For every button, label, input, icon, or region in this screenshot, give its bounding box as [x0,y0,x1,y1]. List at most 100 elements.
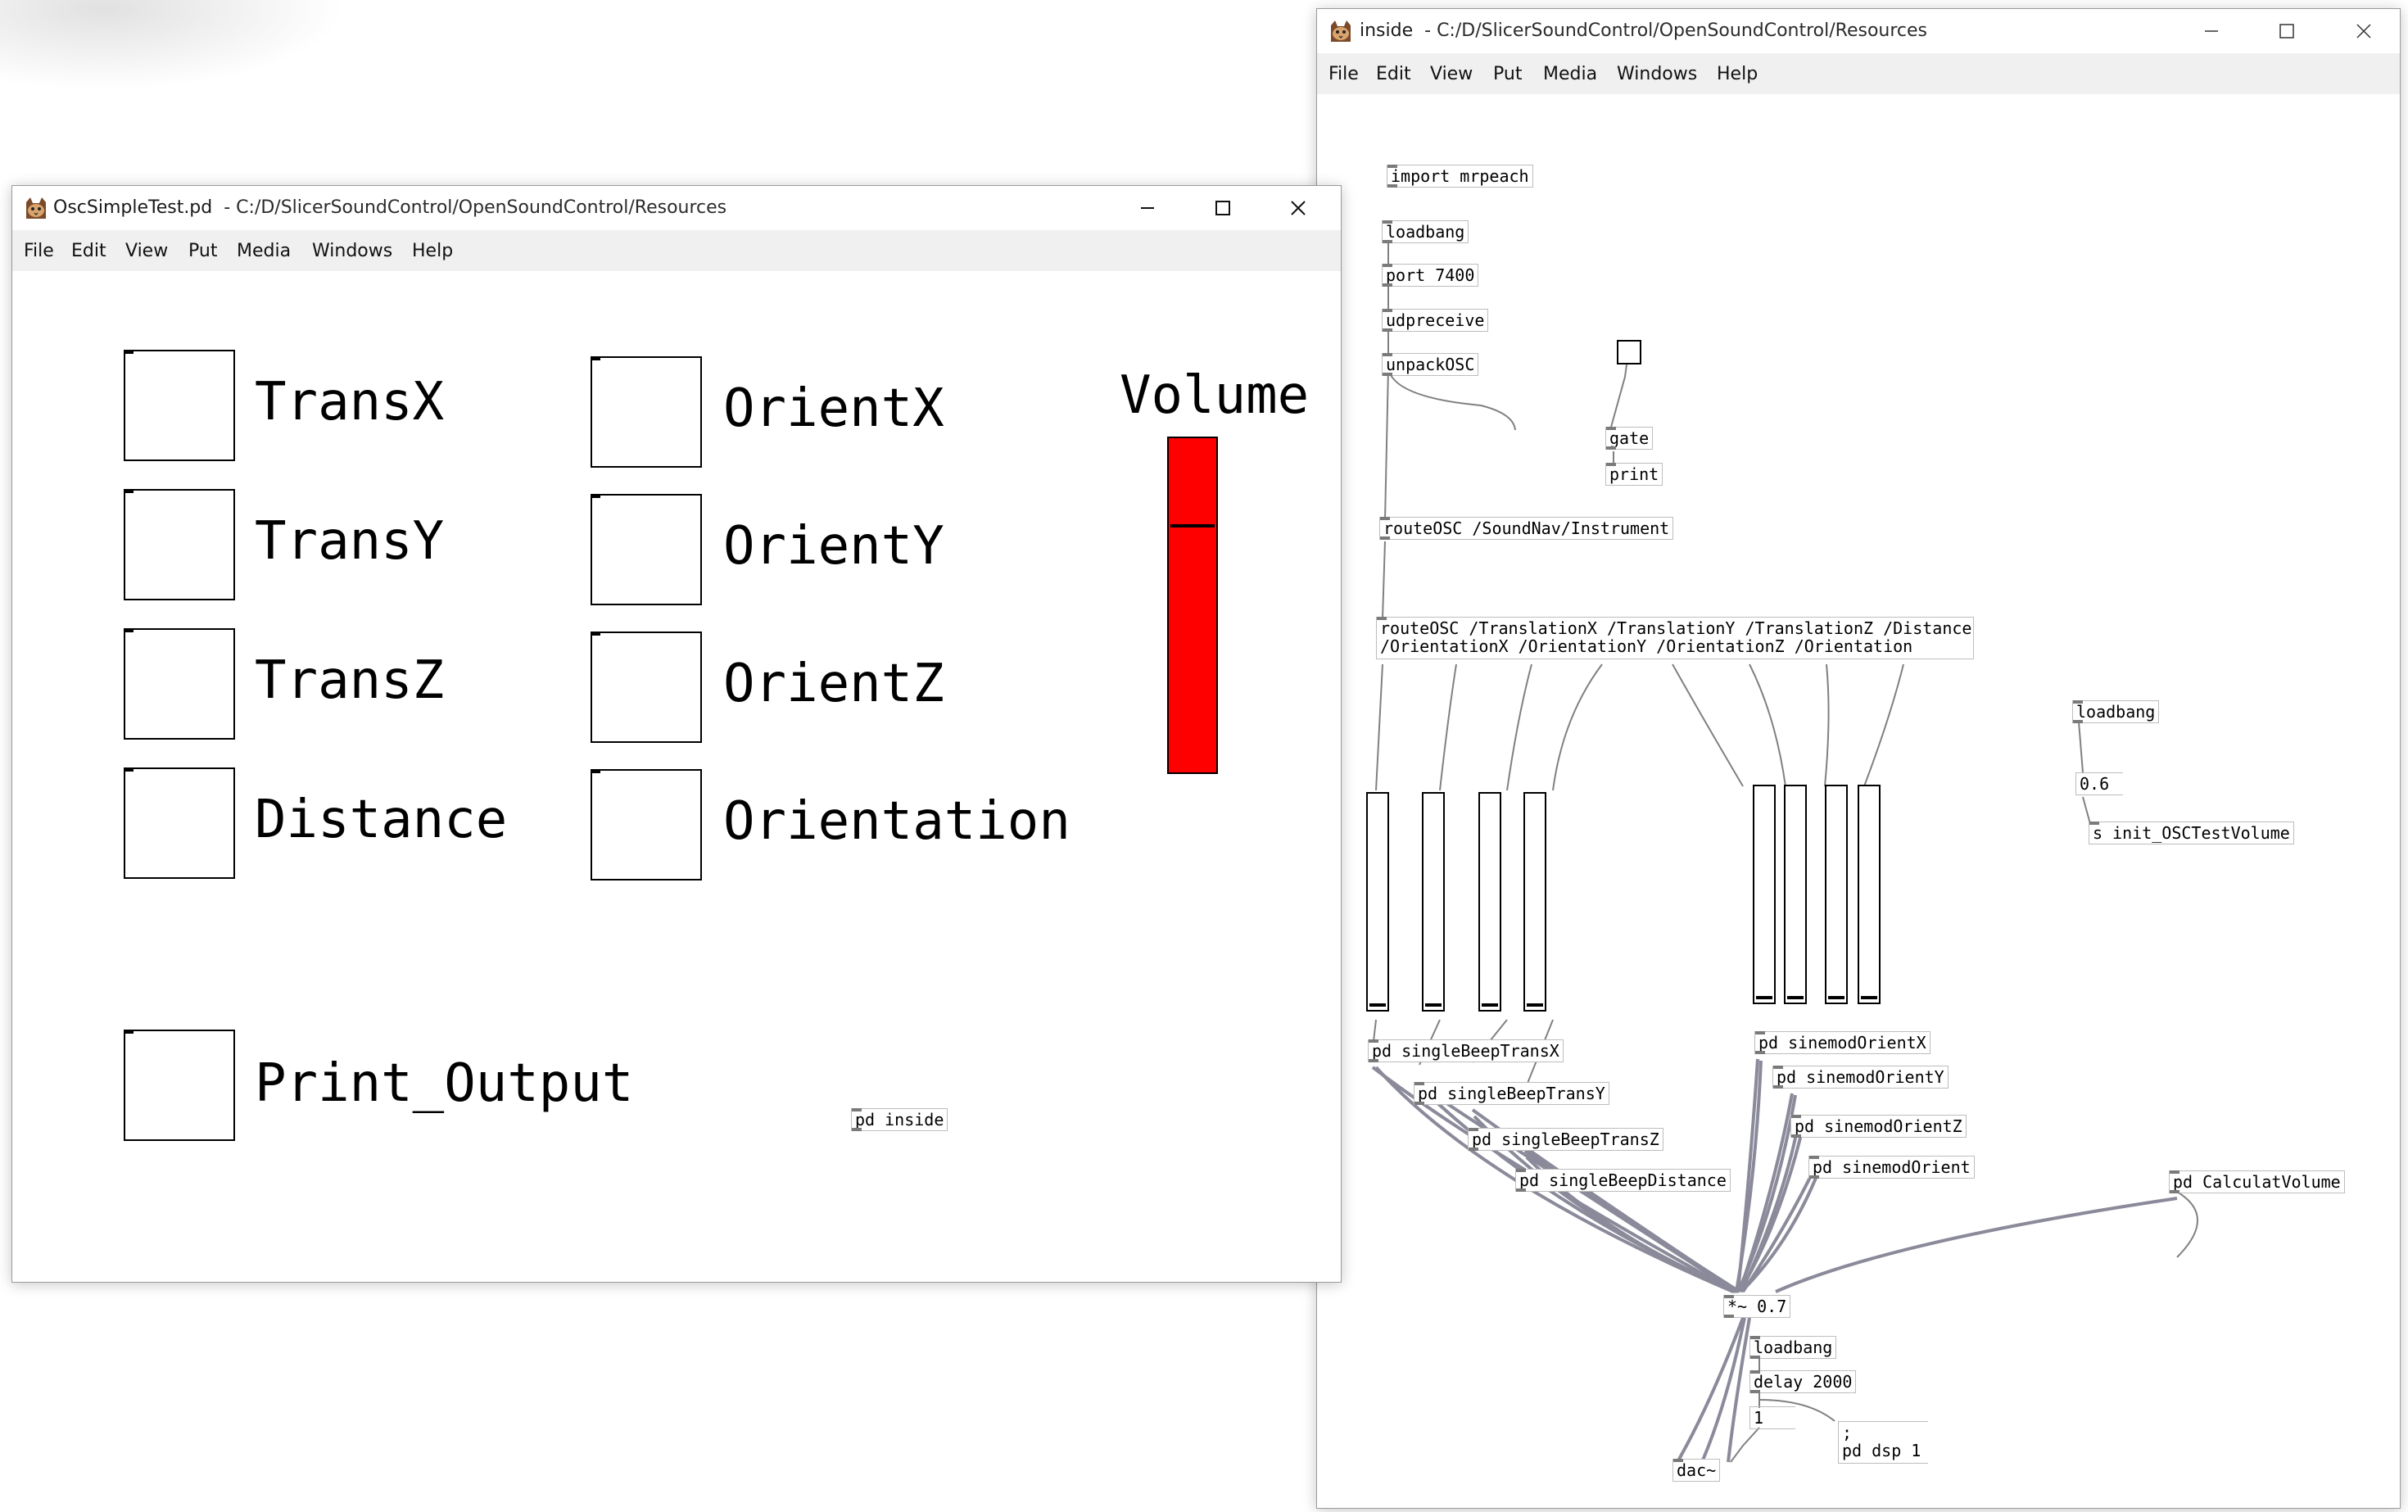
object-label: udpreceive [1386,310,1485,330]
menu-view[interactable]: View [1430,64,1473,84]
slider-transy[interactable] [1422,792,1445,1012]
menu-bar: File Edit View Put Media Windows Help [12,230,1341,271]
subpatch-beep-distance[interactable]: pd singleBeepDistance [1515,1169,1731,1192]
object-label-line2: /OrientationX /OrientationY /Orientation… [1380,636,1913,656]
object-label: s init_OSCTestVolume [2093,823,2290,843]
menu-put[interactable]: Put [188,241,218,261]
subpatch-sinemod-orientz[interactable]: pd sinemodOrientZ [1790,1115,1967,1138]
object-routeosc-instrument[interactable]: routeOSC /SoundNav/Instrument [1379,517,1674,540]
maximize-icon[interactable] [1198,191,1247,225]
label-transx: TransX [255,372,445,432]
window-title-path: - C:/D/SlicerSoundControl/OpenSoundContr… [1424,20,1928,41]
maximize-icon[interactable] [2262,14,2311,48]
object-label: pd singleBeepDistance [1519,1170,1727,1190]
menu-help[interactable]: Help [412,241,454,261]
close-icon[interactable] [2339,14,2388,48]
object-label: pd sinemodOrientX [1758,1033,1926,1053]
menu-file[interactable]: File [24,241,54,261]
subpatch-sinemod-orient[interactable]: pd sinemodOrient [1808,1156,1975,1179]
message-dsp-on[interactable]: ; pd dsp 1 [1838,1421,1928,1464]
object-label: print [1609,464,1659,484]
label-orientz: OrientZ [723,654,944,714]
toggle-orientation[interactable] [591,769,702,880]
toggle-print-output[interactable] [124,1030,235,1141]
object-label: loadbang [2076,702,2156,722]
object-label: port 7400 [1386,265,1475,285]
volume-slider-fill [1169,438,1216,772]
slider-orientation[interactable] [1858,785,1881,1004]
menu-media[interactable]: Media [1543,64,1598,84]
menu-put[interactable]: Put [1493,64,1523,84]
window-inside: inside - C:/D/SlicerSoundControl/OpenSou… [1316,8,2401,1509]
close-icon[interactable] [1274,191,1323,225]
patch-canvas[interactable]: import mrpeach loadbang port 7400 udprec… [1317,94,2400,1508]
object-loadbang[interactable]: loadbang [1382,220,1469,243]
label-orientx: OrientX [723,378,944,439]
volume-slider[interactable] [1167,437,1218,774]
subpatch-calculat-volume[interactable]: pd CalculatVolume [2169,1170,2345,1193]
object-label: pd singleBeepTransY [1418,1084,1605,1103]
object-label: pd CalculatVolume [2173,1172,2341,1192]
subpatch-pd-inside[interactable]: pd inside [851,1108,948,1131]
window-oscsimpletest: OscSimpleTest.pd - C:/D/SlicerSoundContr… [11,185,1342,1283]
window-title: OscSimpleTest.pd - C:/D/SlicerSoundContr… [53,197,726,218]
slider-orienty[interactable] [1784,785,1807,1004]
object-import-mrpeach[interactable]: import mrpeach [1387,165,1533,188]
menu-windows[interactable]: Windows [1617,64,1698,84]
toggle-transx[interactable] [124,350,235,461]
label-volume: Volume [1120,365,1310,426]
slider-orientx[interactable] [1753,785,1776,1004]
object-loadbang-dsp[interactable]: loadbang [1749,1336,1837,1359]
object-send-volume[interactable]: s init_OSCTestVolume [2089,822,2294,844]
object-routeosc-params[interactable]: routeOSC /TranslationX /TranslationY /Tr… [1376,617,1974,659]
menu-help[interactable]: Help [1717,64,1758,84]
bang-button[interactable] [1617,340,1641,364]
toggle-transy[interactable] [124,489,235,600]
menu-file[interactable]: File [1328,64,1359,84]
subpatch-beep-transy[interactable]: pd singleBeepTransY [1414,1082,1609,1105]
toggle-orientz[interactable] [591,632,702,743]
patch-canvas[interactable]: TransX TransY TransZ Distance OrientX Or… [12,271,1341,1282]
minimize-icon[interactable] [1123,191,1172,225]
slider-transz[interactable] [1478,792,1501,1012]
menu-media[interactable]: Media [237,241,292,261]
object-delay[interactable]: delay 2000 [1749,1370,1857,1393]
subpatch-beep-transz[interactable]: pd singleBeepTransZ [1468,1128,1663,1151]
object-label: *~ 0.7 [1727,1297,1787,1316]
toggle-orientx[interactable] [591,356,702,468]
subpatch-beep-transx[interactable]: pd singleBeepTransX [1368,1039,1564,1062]
title-bar[interactable]: inside - C:/D/SlicerSoundControl/OpenSou… [1317,9,2400,53]
toggle-orienty[interactable] [591,494,702,605]
object-label: pd sinemodOrientY [1777,1067,1944,1087]
menu-windows[interactable]: Windows [312,241,393,261]
menu-view[interactable]: View [125,241,169,261]
object-label: pd sinemodOrientZ [1795,1116,1962,1136]
message-one[interactable]: 1 [1749,1406,1795,1429]
pd-cat-icon [26,197,46,219]
menu-bar: File Edit View Put Media Windows Help [1317,53,2400,94]
object-loadbang-volume[interactable]: loadbang [2072,700,2160,723]
background-blur [0,0,344,90]
object-dac[interactable]: dac~ [1672,1459,1721,1482]
subpatch-sinemod-orienty[interactable]: pd sinemodOrientY [1772,1066,1949,1089]
object-mult-tilde[interactable]: *~ 0.7 [1723,1295,1791,1318]
menu-edit[interactable]: Edit [1376,64,1411,84]
object-gate[interactable]: gate [1605,427,1654,450]
object-port[interactable]: port 7400 [1382,264,1479,287]
object-udpreceive[interactable]: udpreceive [1382,309,1489,332]
toggle-distance[interactable] [124,767,235,879]
subpatch-sinemod-orientx[interactable]: pd sinemodOrientX [1754,1031,1930,1054]
object-print[interactable]: print [1605,463,1663,486]
minimize-icon[interactable] [2187,14,2236,48]
number-box-0-6[interactable]: 0.6 [2075,772,2123,795]
slider-distance[interactable] [1523,792,1546,1012]
title-bar[interactable]: OscSimpleTest.pd - C:/D/SlicerSoundContr… [12,186,1341,230]
object-label: unpackOSC [1386,355,1475,374]
toggle-transz[interactable] [124,628,235,740]
message-value: 1 [1754,1408,1764,1428]
slider-transx[interactable] [1366,792,1389,1012]
menu-edit[interactable]: Edit [71,241,106,261]
slider-orientz[interactable] [1825,785,1848,1004]
object-label: pd singleBeepTransX [1372,1041,1559,1061]
object-unpackosc[interactable]: unpackOSC [1382,353,1479,376]
